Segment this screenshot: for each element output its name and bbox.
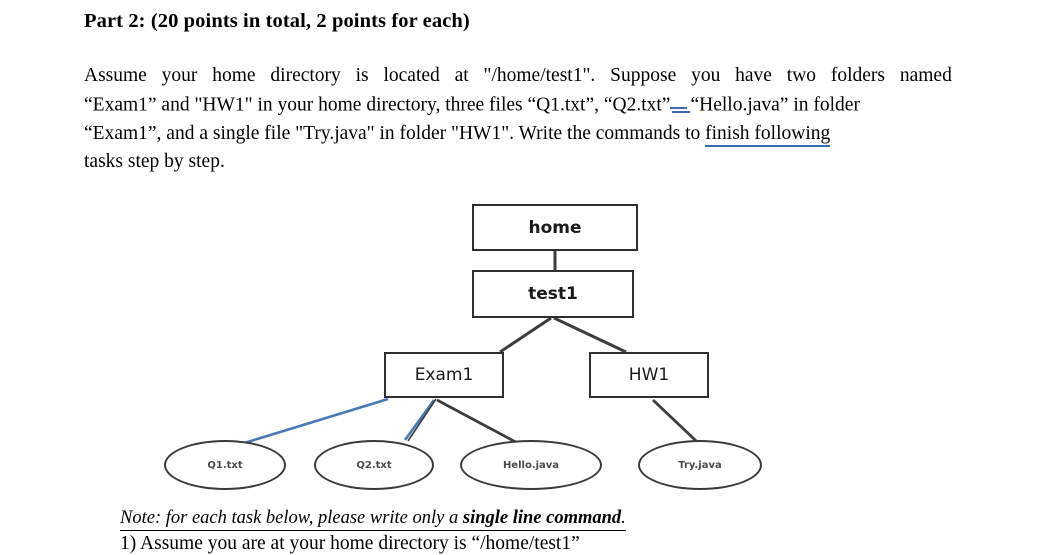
- tree-leaf-q1-txt[interactable]: Q1.txt: [164, 440, 286, 490]
- tree-node-home-label: home: [528, 217, 582, 238]
- tracked-change-mark-icon: [670, 91, 691, 113]
- paragraph-line-1: Assume your home directory is located at…: [84, 65, 952, 86]
- edge-test1-exam1: [499, 316, 552, 354]
- tree-node-hw1[interactable]: HW1: [589, 352, 709, 398]
- edge-exam1-q2: [407, 398, 437, 442]
- paragraph-line-4: tasks step by step.: [84, 151, 225, 172]
- tree-leaf-hello-java-label: Hello.java: [502, 459, 560, 471]
- task-note: Note: for each task below, please write …: [120, 508, 626, 531]
- tree-node-exam1[interactable]: Exam1: [384, 352, 504, 398]
- paragraph-line-2-post: “Hello.java” in folder: [690, 94, 860, 115]
- tree-leaf-q1-txt-label: Q1.txt: [207, 459, 243, 471]
- task-note-suffix: .: [621, 508, 626, 528]
- task-note-emphasis: single line command: [462, 508, 622, 528]
- paragraph-line-3: “Exam1”, and a single file "Try.java" in…: [84, 120, 952, 149]
- edge-exam1-q2-stub: [403, 399, 436, 441]
- tree-leaf-try-java-label: Try.java: [678, 459, 722, 471]
- problem-statement: Assume your home directory is located at…: [84, 62, 952, 177]
- paragraph-line-2: “Exam1” and "HW1" in your home directory…: [84, 91, 952, 120]
- tree-node-test1-label: test1: [528, 284, 578, 304]
- tree-node-hw1-label: HW1: [628, 365, 670, 385]
- paragraph-line-2-pre: “Exam1” and "HW1" in your home directory…: [84, 94, 671, 115]
- page-title: Part 2: (20 points in total, 2 points fo…: [84, 10, 470, 32]
- tree-leaf-try-java[interactable]: Try.java: [638, 440, 762, 490]
- tree-node-exam1-label: Exam1: [414, 365, 474, 385]
- tree-node-test1[interactable]: test1: [472, 270, 634, 318]
- edge-test1-hw1: [553, 316, 627, 354]
- tree-leaf-q2-txt-label: Q2.txt: [356, 459, 392, 471]
- tree-node-home[interactable]: home: [472, 204, 638, 251]
- cut-off-question-line: 1) Assume you are at your home directory…: [120, 533, 580, 554]
- tree-leaf-q2-txt[interactable]: Q2.txt: [314, 440, 434, 490]
- tree-leaf-hello-java[interactable]: Hello.java: [460, 440, 602, 490]
- task-note-prefix: Note: for each task below, please write …: [120, 508, 463, 528]
- underlined-phrase: finish following: [705, 122, 831, 147]
- paragraph-line-3-pre: “Exam1”, and a single file "Try.java" in…: [84, 122, 706, 144]
